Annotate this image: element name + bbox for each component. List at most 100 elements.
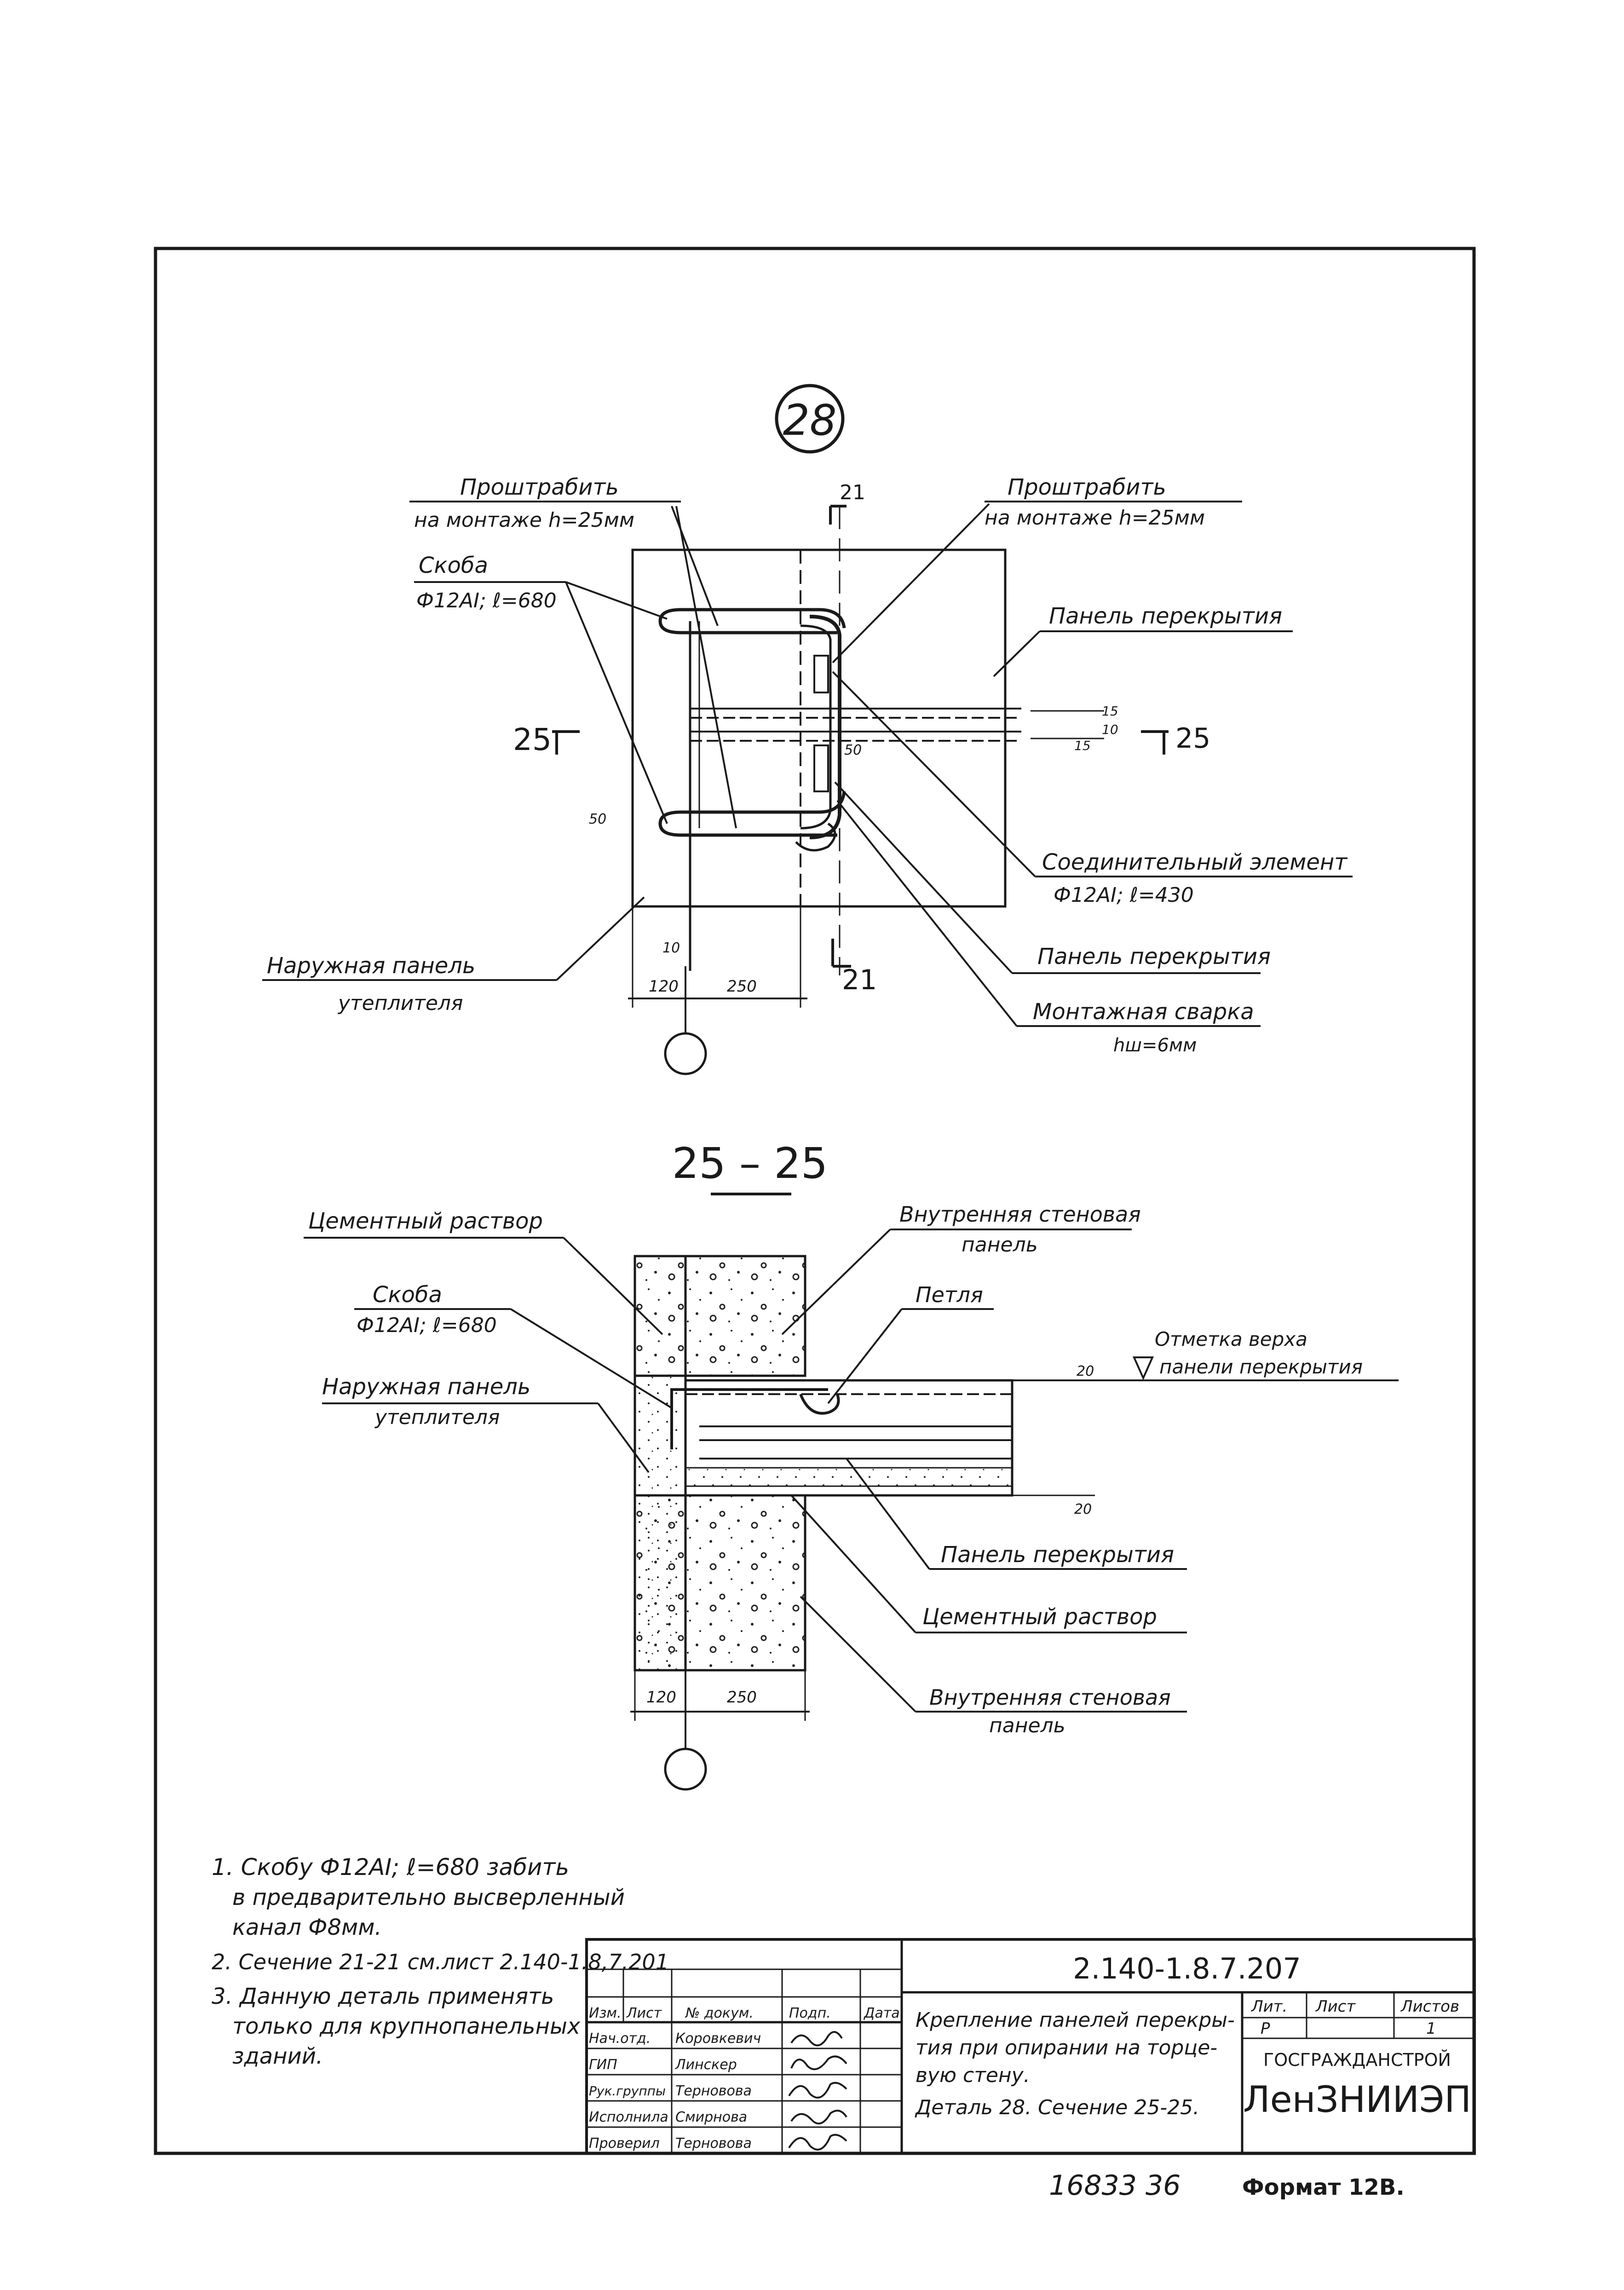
section-25-right: 25	[1175, 722, 1210, 755]
tb-org1: ГОСГРАЖДАНСТРОЙ	[1263, 2050, 1451, 2070]
staple-section	[670, 1388, 828, 1449]
tb-header-izm: Изм.	[589, 2005, 622, 2021]
section-25-left-mark	[552, 730, 580, 755]
leader-connector	[832, 671, 1036, 877]
dim-250: 250	[727, 977, 757, 996]
label-mortar-top: Цементный раствор	[308, 1208, 543, 1234]
section-25-right-mark	[1141, 730, 1169, 755]
label-inner-bottom: Внутренняя стеновая	[929, 1685, 1171, 1710]
signature-3	[788, 2082, 847, 2099]
dim-15a: 15	[1102, 704, 1118, 719]
leader-mortar-top	[563, 1237, 663, 1335]
tb-role-1: Нач.отд.	[589, 2030, 651, 2047]
dim-10b: 10	[1102, 722, 1118, 737]
tb-name-2: Линскер	[675, 2057, 737, 2073]
tb-desc-4: Деталь 28. Сечение 25-25.	[915, 2096, 1199, 2119]
label-connector: Соединительный элемент	[1042, 849, 1348, 875]
tb-sheets-header: Листов	[1400, 1997, 1459, 2016]
connector-element	[809, 615, 841, 839]
leader-panel-top	[993, 630, 1041, 677]
tb-desc-1: Крепление панелей перекры-	[916, 2008, 1235, 2032]
tb-role-4: Исполнила	[589, 2109, 668, 2125]
leader-proshtrabit-right-a	[832, 503, 990, 663]
label-panel-bottom: Панель перекрытия	[1037, 944, 1271, 969]
note-line-5: 3. Данную деталь применять	[212, 1984, 554, 2009]
panel-outline	[631, 548, 1007, 908]
section-title: 25 – 25	[672, 1139, 828, 1188]
tb-header-list: Лист	[626, 2005, 662, 2021]
signature-2	[790, 2055, 847, 2071]
note-line-4: 2. Сечение 21-21 см.лист 2.140-1.8,7.201	[212, 1950, 669, 1974]
inner-panel-lower	[684, 1494, 806, 1672]
detail-marker-label: 28	[783, 396, 836, 445]
label-weld-2: hш=6мм	[1113, 1035, 1197, 1056]
label-panel-section: Панель перекрытия	[941, 1542, 1174, 1568]
note-line-3: канал Ф8мм.	[232, 1915, 382, 1940]
section-dim-250: 250	[727, 1688, 757, 1707]
staple-bottom	[658, 791, 846, 837]
label-mark: Отметка верха	[1155, 1328, 1307, 1350]
tb-desc-2: тия при опирании на торце-	[916, 2036, 1217, 2059]
leader-mortar-bottom	[790, 1494, 916, 1633]
dim-50b: 50	[589, 811, 606, 827]
signature-1	[790, 2031, 843, 2047]
label-outer-detail-2: утеплителя	[337, 992, 463, 1015]
tb-header-sign: Подп.	[789, 2005, 831, 2021]
footer-number: 16833 36	[1049, 2169, 1181, 2202]
dim-20b: 20	[1074, 1501, 1092, 1517]
leader-skoba-b	[565, 582, 668, 824]
label-inner-top: Внутренняя стеновая	[899, 1202, 1141, 1227]
staple-top	[658, 608, 846, 635]
label-outer-section: Наружная панель	[322, 1374, 530, 1400]
label-skoba-detail: Скоба	[419, 553, 488, 578]
label-panel-top: Панель перекрытия	[1049, 603, 1282, 629]
tb-role-5: Проверил	[589, 2135, 660, 2152]
tb-role-3: Рук.группы	[589, 2083, 666, 2099]
leader-inner-top	[781, 1229, 891, 1335]
dim-10: 10	[662, 940, 680, 956]
tb-name-1: Коровкевич	[675, 2030, 761, 2047]
weld-top	[813, 655, 829, 693]
tb-code: 2.140-1.8.7.207	[1073, 1952, 1301, 1985]
weld-hook	[795, 822, 836, 852]
loop-section	[799, 1393, 840, 1415]
label-proshtrabit-right-2: на монтаже h=25мм	[985, 506, 1205, 530]
note-line-2: в предварительно высверленный	[232, 1885, 625, 1910]
tb-header-date: Дата	[863, 2005, 900, 2021]
label-outer-section-2: утеплителя	[374, 1406, 500, 1429]
note-line-7: зданий.	[232, 2043, 323, 2069]
tb-desc-3: вую стену.	[916, 2064, 1030, 2087]
signature-5	[788, 2134, 847, 2151]
leader-loop	[827, 1308, 903, 1404]
tb-name-4: Смирнова	[675, 2109, 747, 2125]
label-loop: Петля	[916, 1282, 983, 1307]
dim-20a: 20	[1077, 1363, 1094, 1379]
section-21-bottom: 21	[842, 964, 877, 996]
title-block-frame	[585, 1938, 1476, 2155]
leader-skoba-a	[565, 581, 668, 620]
tb-name-3: Терновова	[675, 2083, 752, 2099]
label-weld: Монтажная сварка	[1033, 999, 1254, 1025]
dim-50a: 50	[844, 742, 862, 758]
section-25-25: 25 – 25 Цементный раствор Внутренняя сте…	[304, 1139, 1399, 1791]
detail-28: 28 Проштрабить на монтаже h=25мм Проштра…	[262, 384, 1353, 1075]
tb-header-doc: № докум.	[685, 2005, 754, 2021]
leader-panel-section	[846, 1458, 930, 1570]
section-dim-120: 120	[646, 1688, 676, 1707]
tb-stage-header: Лит.	[1250, 1997, 1287, 2016]
leader-skoba-section	[510, 1308, 673, 1409]
notes-block: 1. Скобу Ф12АI; ℓ=680 забить в предварит…	[212, 1854, 669, 2069]
label-skoba-section-2: Ф12АI; ℓ=680	[357, 1314, 497, 1337]
label-mortar-bottom: Цементный раствор	[922, 1604, 1157, 1630]
mark-triangle	[1132, 1356, 1154, 1380]
note-line-6: только для крупнопанельных	[232, 2013, 581, 2039]
label-proshtrabit-left: Проштрабить	[460, 474, 619, 500]
section-axis-marker	[664, 1748, 707, 1791]
section-21-top: 21	[840, 481, 865, 504]
label-outer-detail: Наружная панель	[267, 953, 475, 979]
label-skoba-detail-2: Ф12АI; ℓ=680	[416, 589, 557, 612]
mortar-band	[685, 1467, 1013, 1487]
leader-outer-section	[597, 1402, 650, 1473]
floor-slab	[684, 1379, 1014, 1497]
